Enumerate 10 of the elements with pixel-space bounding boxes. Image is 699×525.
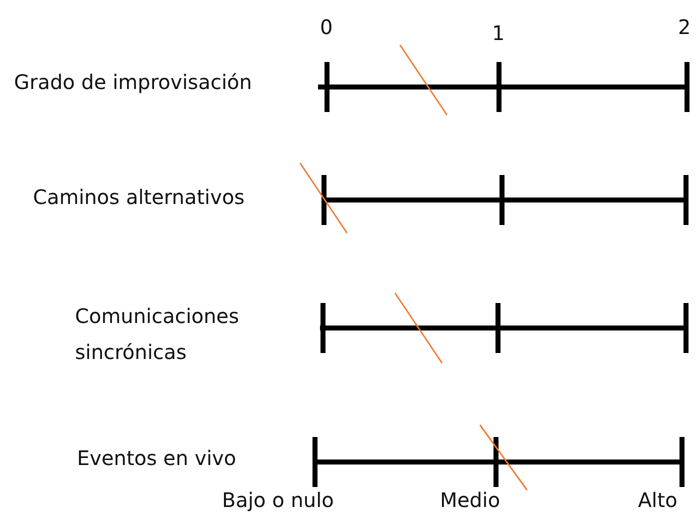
scale-value: 0 [320,14,333,41]
criterion-label: Caminos alternativos [33,184,245,211]
level-label: Bajo o nulo [222,487,334,514]
level-label: Medio [440,487,500,514]
level-label: Alto [638,487,678,514]
criterion-label: Eventos en vivo [77,445,236,472]
criterion-label: Grado de improvisación [14,69,252,96]
criterion-label: Comunicaciones sincrónicas [75,303,240,366]
scale-value: 2 [678,14,691,41]
scale-value: 1 [492,20,505,47]
